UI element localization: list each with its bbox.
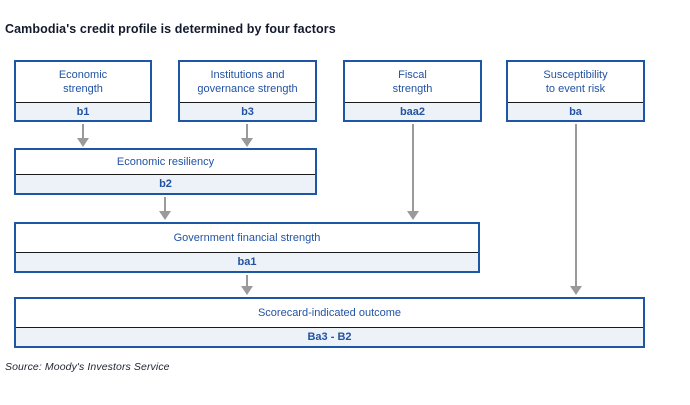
box-score: ba1	[16, 253, 478, 271]
factor-label: Economic strength	[16, 62, 150, 102]
box-label: Economic resiliency	[16, 150, 315, 174]
flow-arrow-line	[412, 124, 414, 211]
flow-arrow-line	[82, 124, 84, 138]
flow-arrow-line	[246, 124, 248, 138]
box-label: Scorecard-indicated outcome	[16, 299, 643, 327]
separator-line	[16, 327, 643, 328]
flow-arrow-head	[241, 138, 253, 147]
factor-score: b1	[16, 103, 150, 120]
box-label: Government financial strength	[16, 224, 478, 252]
box-score: Ba3 - B2	[16, 328, 643, 346]
box-score: b2	[16, 175, 315, 193]
factor-box-economic-strength: Economic strength b1	[14, 60, 152, 122]
factor-label: Institutions and governance strength	[180, 62, 315, 102]
economic-resiliency-box: Economic resiliency b2	[14, 148, 317, 195]
flow-arrow-head	[77, 138, 89, 147]
factor-box-institutions-governance: Institutions and governance strength b3	[178, 60, 317, 122]
factor-score: b3	[180, 103, 315, 120]
factor-score: baa2	[345, 103, 480, 120]
factor-score: ba	[508, 103, 643, 120]
separator-line	[508, 102, 643, 103]
flow-arrow-head	[241, 286, 253, 295]
diagram-title: Cambodia's credit profile is determined …	[5, 22, 336, 36]
government-financial-strength-box: Government financial strength ba1	[14, 222, 480, 273]
flow-arrow-line	[164, 197, 166, 211]
flow-arrow-line	[575, 124, 577, 286]
factor-box-susceptibility-event-risk: Susceptibility to event risk ba	[506, 60, 645, 122]
separator-line	[16, 102, 150, 103]
factor-label: Susceptibility to event risk	[508, 62, 643, 102]
scorecard-outcome-box: Scorecard-indicated outcome Ba3 - B2	[14, 297, 645, 348]
flow-arrow-head	[159, 211, 171, 220]
source-note: Source: Moody's Investors Service	[5, 361, 170, 373]
separator-line	[16, 252, 478, 253]
factor-box-fiscal-strength: Fiscal strength baa2	[343, 60, 482, 122]
separator-line	[180, 102, 315, 103]
flow-arrow-line	[246, 275, 248, 286]
separator-line	[345, 102, 480, 103]
factor-label: Fiscal strength	[345, 62, 480, 102]
flow-arrow-head	[570, 286, 582, 295]
separator-line	[16, 174, 315, 175]
flow-arrow-head	[407, 211, 419, 220]
